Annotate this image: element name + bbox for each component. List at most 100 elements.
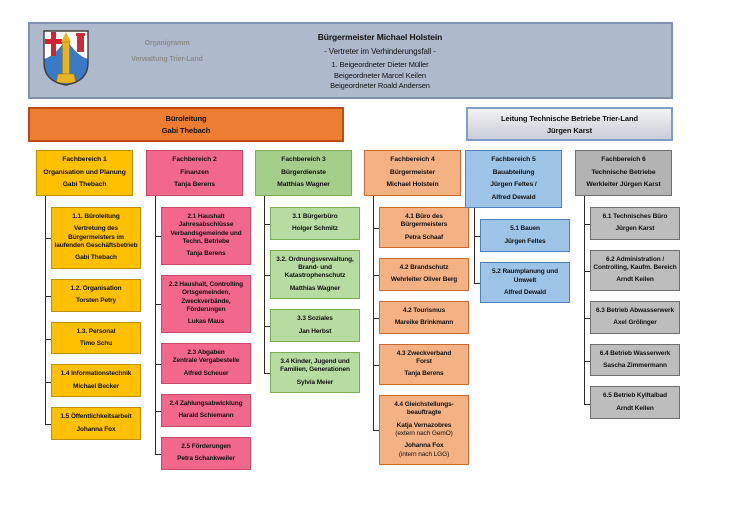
org-box-line: Gabi Thebach [62, 181, 107, 189]
org-box-line: 2.2 Haushalt, Controlling Ortsgemeinden,… [168, 280, 244, 314]
org-box-line: Katja Vernazobres [396, 421, 452, 429]
connector-spine [264, 196, 265, 373]
org-box-line: 6.2 Administration / Controlling, Kaufm.… [593, 255, 677, 271]
org-box-line: 4.3 Zweckverband [396, 349, 452, 357]
org-box-line: Fachbereich 1 [62, 156, 107, 163]
org-box: 3.2. Ordnungsverwaltung, Brand- und Kata… [270, 249, 360, 300]
connector-stub [155, 410, 161, 412]
org-box-line: Zentrale Vergabestelle [172, 357, 240, 365]
org-column-boxes: 2.1 Haushalt Jahresabschlüsse Verbandsge… [161, 206, 251, 470]
deputy-note: - Vertreter im Verhinderungsfall - [324, 47, 436, 56]
org-box-line: 6.3 Betrieb Abwasserwerk [596, 306, 674, 314]
org-box-line: 1.5 Öffentlichkeitsarbeit [60, 413, 132, 421]
header-title-block: Bürgermeister Michael Holstein - Vertret… [255, 32, 505, 92]
connector-stub [584, 223, 590, 225]
org-box-line: 1.1. Büroleitung [72, 212, 120, 220]
org-box-line: Arndt Keilen [616, 404, 654, 412]
connector-spine [45, 196, 46, 424]
org-box-line: 4.4 Gleichstellungs-beauftragte [394, 400, 454, 417]
connector-stub [155, 363, 161, 365]
org-box-line: Bürgermeister [389, 168, 436, 176]
org-box-line: Arndt Keilen [616, 276, 654, 284]
org-label-line1: Organigramm [144, 40, 190, 47]
connector-stub [155, 453, 161, 455]
org-box-line: 6.4 Betrieb Wasserwerk [599, 349, 671, 357]
org-box-line: Harald Schiemann [178, 412, 234, 420]
deputy-2: Beigeordneter Marcel Keilen [334, 70, 426, 80]
org-box-line: Johanna Fox [76, 425, 116, 433]
bueroleitung-bar: Büroleitung Gabi Thebach [28, 107, 344, 142]
leitung-name: Jürgen Karst [546, 126, 593, 135]
org-box-line: Tanja Berens [174, 181, 215, 189]
org-box-line: Tanja Berens [404, 370, 444, 378]
org-box-line: Torsten Petry [75, 297, 117, 305]
org-box-line: Fachbereich 6 [601, 156, 646, 163]
connector-stub [45, 295, 51, 297]
org-box-line: 2.3 Abgaben [187, 348, 225, 356]
connector-stub [474, 235, 480, 237]
org-box-line: Fachbereich 3 [281, 156, 326, 163]
bueroleitung-title: Büroleitung [165, 114, 207, 123]
org-box-line: 2.5 Förderungen [181, 442, 231, 450]
connector-stub [373, 317, 379, 319]
org-box-line: Wehrleiter Oliver Berg [390, 276, 458, 284]
org-box-line: Jürgen Feltes / [490, 181, 537, 189]
connector-stub [264, 275, 270, 276]
org-box-line: Sylvia Meier [296, 378, 334, 386]
org-box-line: Technische Betriebe [591, 168, 656, 176]
org-box-line: Sascha Zimmermann [603, 362, 667, 370]
bueroleitung-name: Gabi Thebach [161, 126, 211, 135]
org-box-line: Matthias Wagner [289, 284, 341, 292]
connector-stub [45, 423, 51, 425]
org-box-line: 6.5 Betrieb Kylltalbad [603, 392, 667, 400]
org-box-line: 3.3 Soziales [297, 315, 333, 323]
org-box: 6.2 Administration / Controlling, Kaufm.… [590, 249, 680, 291]
org-box-line: Matthias Wagner [277, 181, 330, 189]
org-box-line: 3.1 Bürgerbüro [292, 212, 338, 220]
connector-stub [264, 223, 270, 225]
org-box-line: Gabi Thebach [75, 254, 117, 262]
org-box-line: Axel Grölinger [613, 319, 657, 327]
connector-stub [264, 325, 270, 327]
org-box-line: Fachbereich 2 [172, 156, 217, 163]
org-box-line: 1.3. Personal [76, 327, 116, 335]
connector-stub [45, 238, 51, 239]
org-box-line: Fachbereich 5 [491, 156, 536, 163]
org-box-line: 6.1 Technisches Büro [602, 212, 668, 220]
connector-stub [45, 338, 51, 340]
org-box-line: 2.1 Haushalt Jahresabschlüsse Verbandsge… [170, 212, 242, 245]
org-box-line: Jan Herbst [298, 327, 332, 335]
org-box-line: (intern nach LGG) [398, 450, 450, 458]
connector-stub [155, 236, 161, 237]
